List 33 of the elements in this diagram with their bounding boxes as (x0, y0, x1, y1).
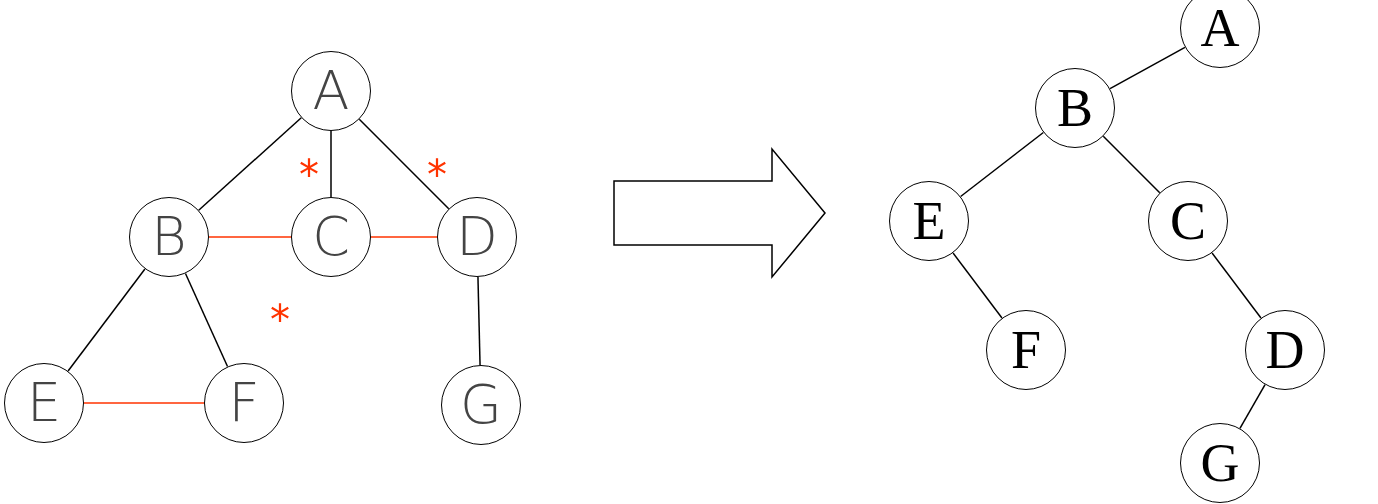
node-letter: D (1265, 323, 1305, 377)
connector-line (184, 272, 229, 368)
connector-line (952, 252, 1003, 319)
connector-line (1102, 135, 1161, 194)
node-letter: E (912, 194, 946, 248)
connector-line (1211, 252, 1262, 319)
connector-line (197, 117, 303, 211)
node-letter: A (312, 64, 350, 118)
node-letter: B (1057, 81, 1093, 135)
connector-line (67, 268, 146, 372)
tree-node-circle (1180, 0, 1260, 68)
connector-line (83, 402, 205, 404)
node-letter: F (1010, 323, 1041, 377)
connector-line (1239, 383, 1266, 430)
node-letter: G (460, 378, 502, 432)
connector-line (1109, 46, 1186, 90)
connector-line (358, 118, 450, 210)
node-letter: A (1200, 1, 1240, 55)
asterisk-mark: * (299, 155, 319, 195)
node-letter: E (26, 376, 62, 430)
asterisk-mark: * (270, 300, 290, 340)
node-letter: B (151, 210, 187, 264)
connector-line (477, 276, 481, 366)
node-letter: G (1200, 436, 1240, 490)
node-letter: F (228, 376, 260, 430)
node-letter: C (1170, 194, 1206, 248)
connector-line (370, 236, 438, 238)
connector-line (959, 131, 1045, 198)
connector-line (330, 130, 332, 198)
node-letter: D (456, 210, 498, 264)
node-letter: C (312, 210, 350, 264)
asterisk-mark: * (427, 155, 447, 195)
connector-line (208, 236, 292, 238)
